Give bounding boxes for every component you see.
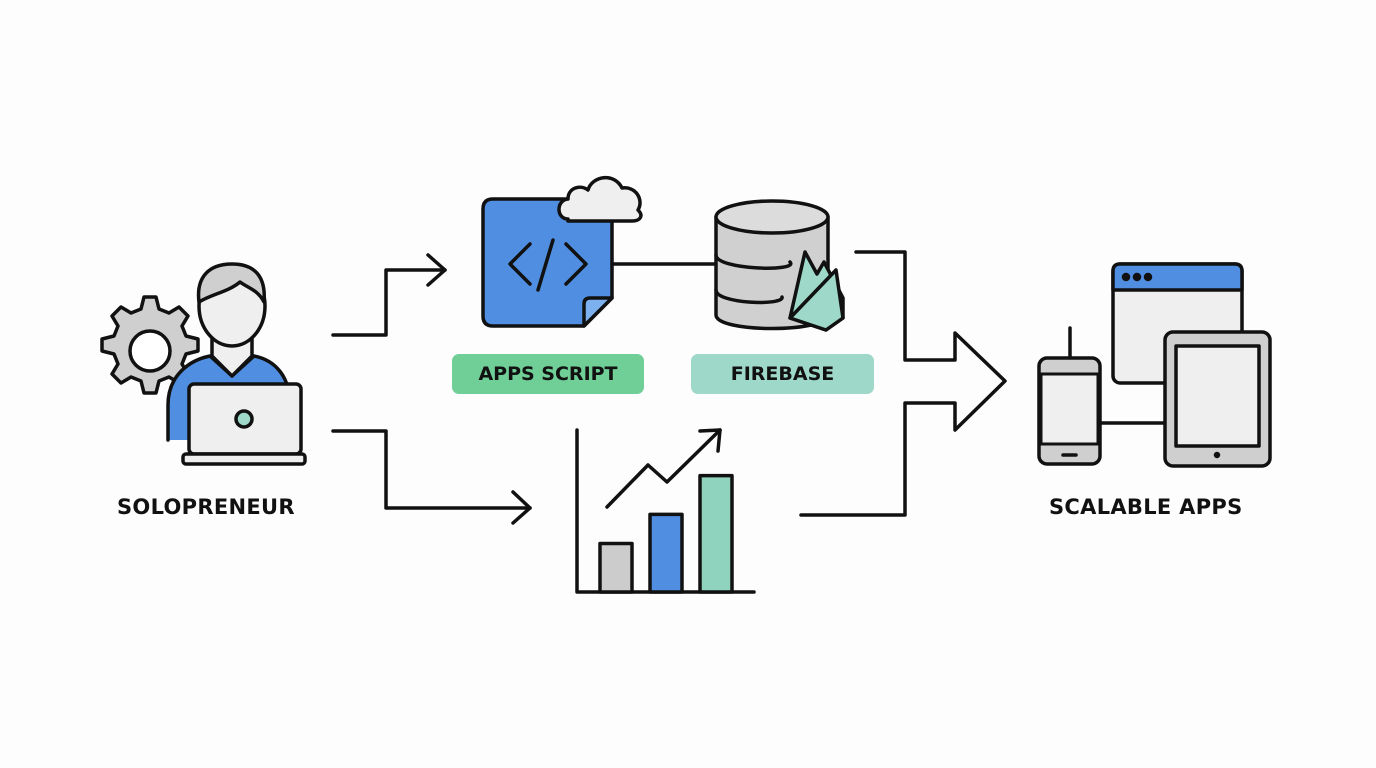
code-file-icon [481,197,614,328]
connector-solopreneur-to-chart [331,429,532,525]
solopreneur-label: SOLOPRENEUR [117,495,295,519]
connector-solopreneur-to-apps-script [331,253,447,337]
tablet-icon [1163,330,1272,468]
phone-icon [1037,356,1102,466]
firebase-flame-icon [788,250,845,332]
cloud-icon [557,176,643,223]
firebase-badge: FIREBASE [691,354,874,394]
chart-bar-3 [698,473,734,594]
firebase-label: FIREBASE [730,363,835,385]
trend-arrow-icon [605,428,722,509]
laptop-icon [181,382,307,466]
apps-script-label: APPS SCRIPT [478,363,618,385]
chart-bar-1 [598,541,634,594]
bar-chart-icon [575,428,756,594]
chart-bar-2 [648,512,684,594]
gear-icon [100,295,200,395]
connector-merge-to-scalable-apps [799,250,1007,517]
scalable-apps-label: SCALABLE APPS [1049,495,1243,519]
apps-script-badge: APPS SCRIPT [452,354,644,394]
